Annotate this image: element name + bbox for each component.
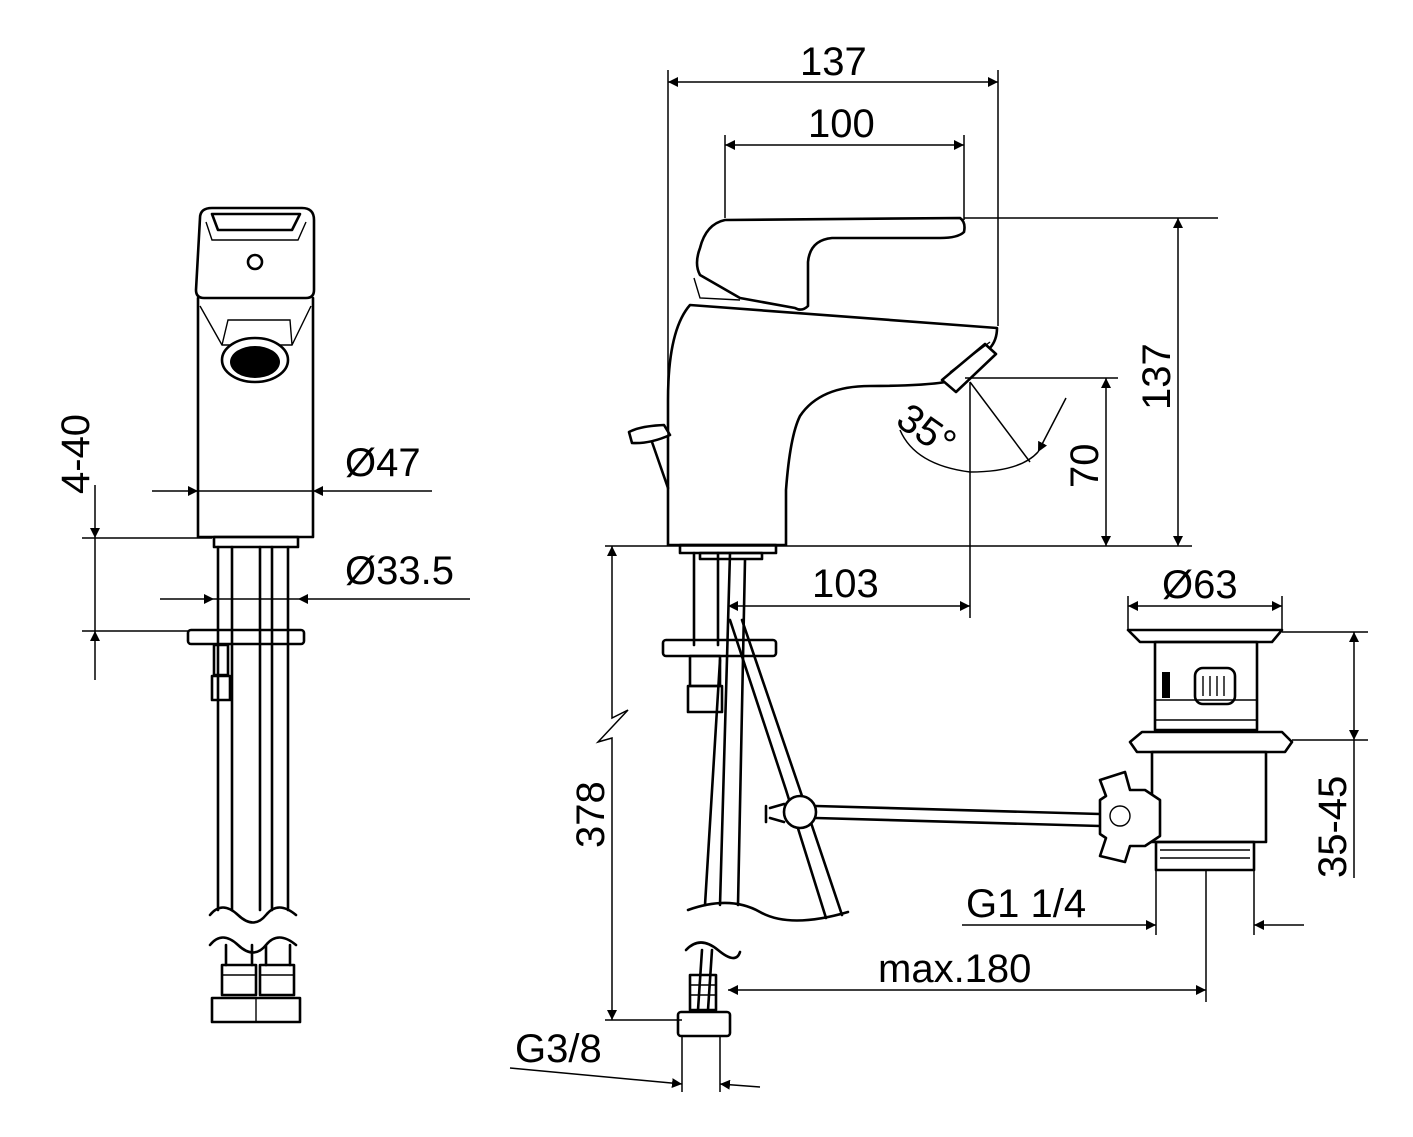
- lever-reach-label: 100: [808, 102, 875, 146]
- waste-thread-label: G1 1/4: [966, 882, 1086, 926]
- aerator: [230, 346, 280, 378]
- spout-height-label: 70: [1063, 444, 1107, 489]
- spout-angle-label: 35°: [889, 395, 964, 466]
- side-dimensions: 137 100 137 70 35° 103 378 G3/8: [509, 40, 1368, 1092]
- outlet-reach-label: 137: [800, 40, 867, 84]
- side-lever: [695, 216, 966, 311]
- front-handle-grip: [210, 212, 302, 232]
- side-view: [627, 216, 1102, 1038]
- waste-flange: [1126, 628, 1284, 644]
- indicator-dot-icon: [246, 253, 264, 271]
- popup-knob: [627, 423, 672, 445]
- hose-length-label: 378: [569, 781, 613, 848]
- deck-thickness-label: 4-40: [54, 414, 98, 494]
- waste-valve: [1098, 628, 1294, 872]
- body-diameter-label: Ø47: [345, 441, 421, 485]
- rod-length-label: max.180: [878, 947, 1031, 991]
- front-handle: [194, 206, 316, 300]
- waste-height-label: 35-45: [1311, 776, 1355, 878]
- rod-joint: [782, 794, 818, 830]
- waste-diameter-label: Ø63: [1162, 563, 1238, 607]
- overall-height-label: 137: [1135, 343, 1179, 410]
- base-diameter-label: Ø33.5: [345, 549, 454, 593]
- front-view: Ø47 Ø33.5 4-40: [54, 206, 470, 1024]
- spout-outlet: [940, 342, 998, 394]
- spout-reach-label: 103: [812, 562, 879, 606]
- hose-thread-label: G3/8: [515, 1027, 602, 1071]
